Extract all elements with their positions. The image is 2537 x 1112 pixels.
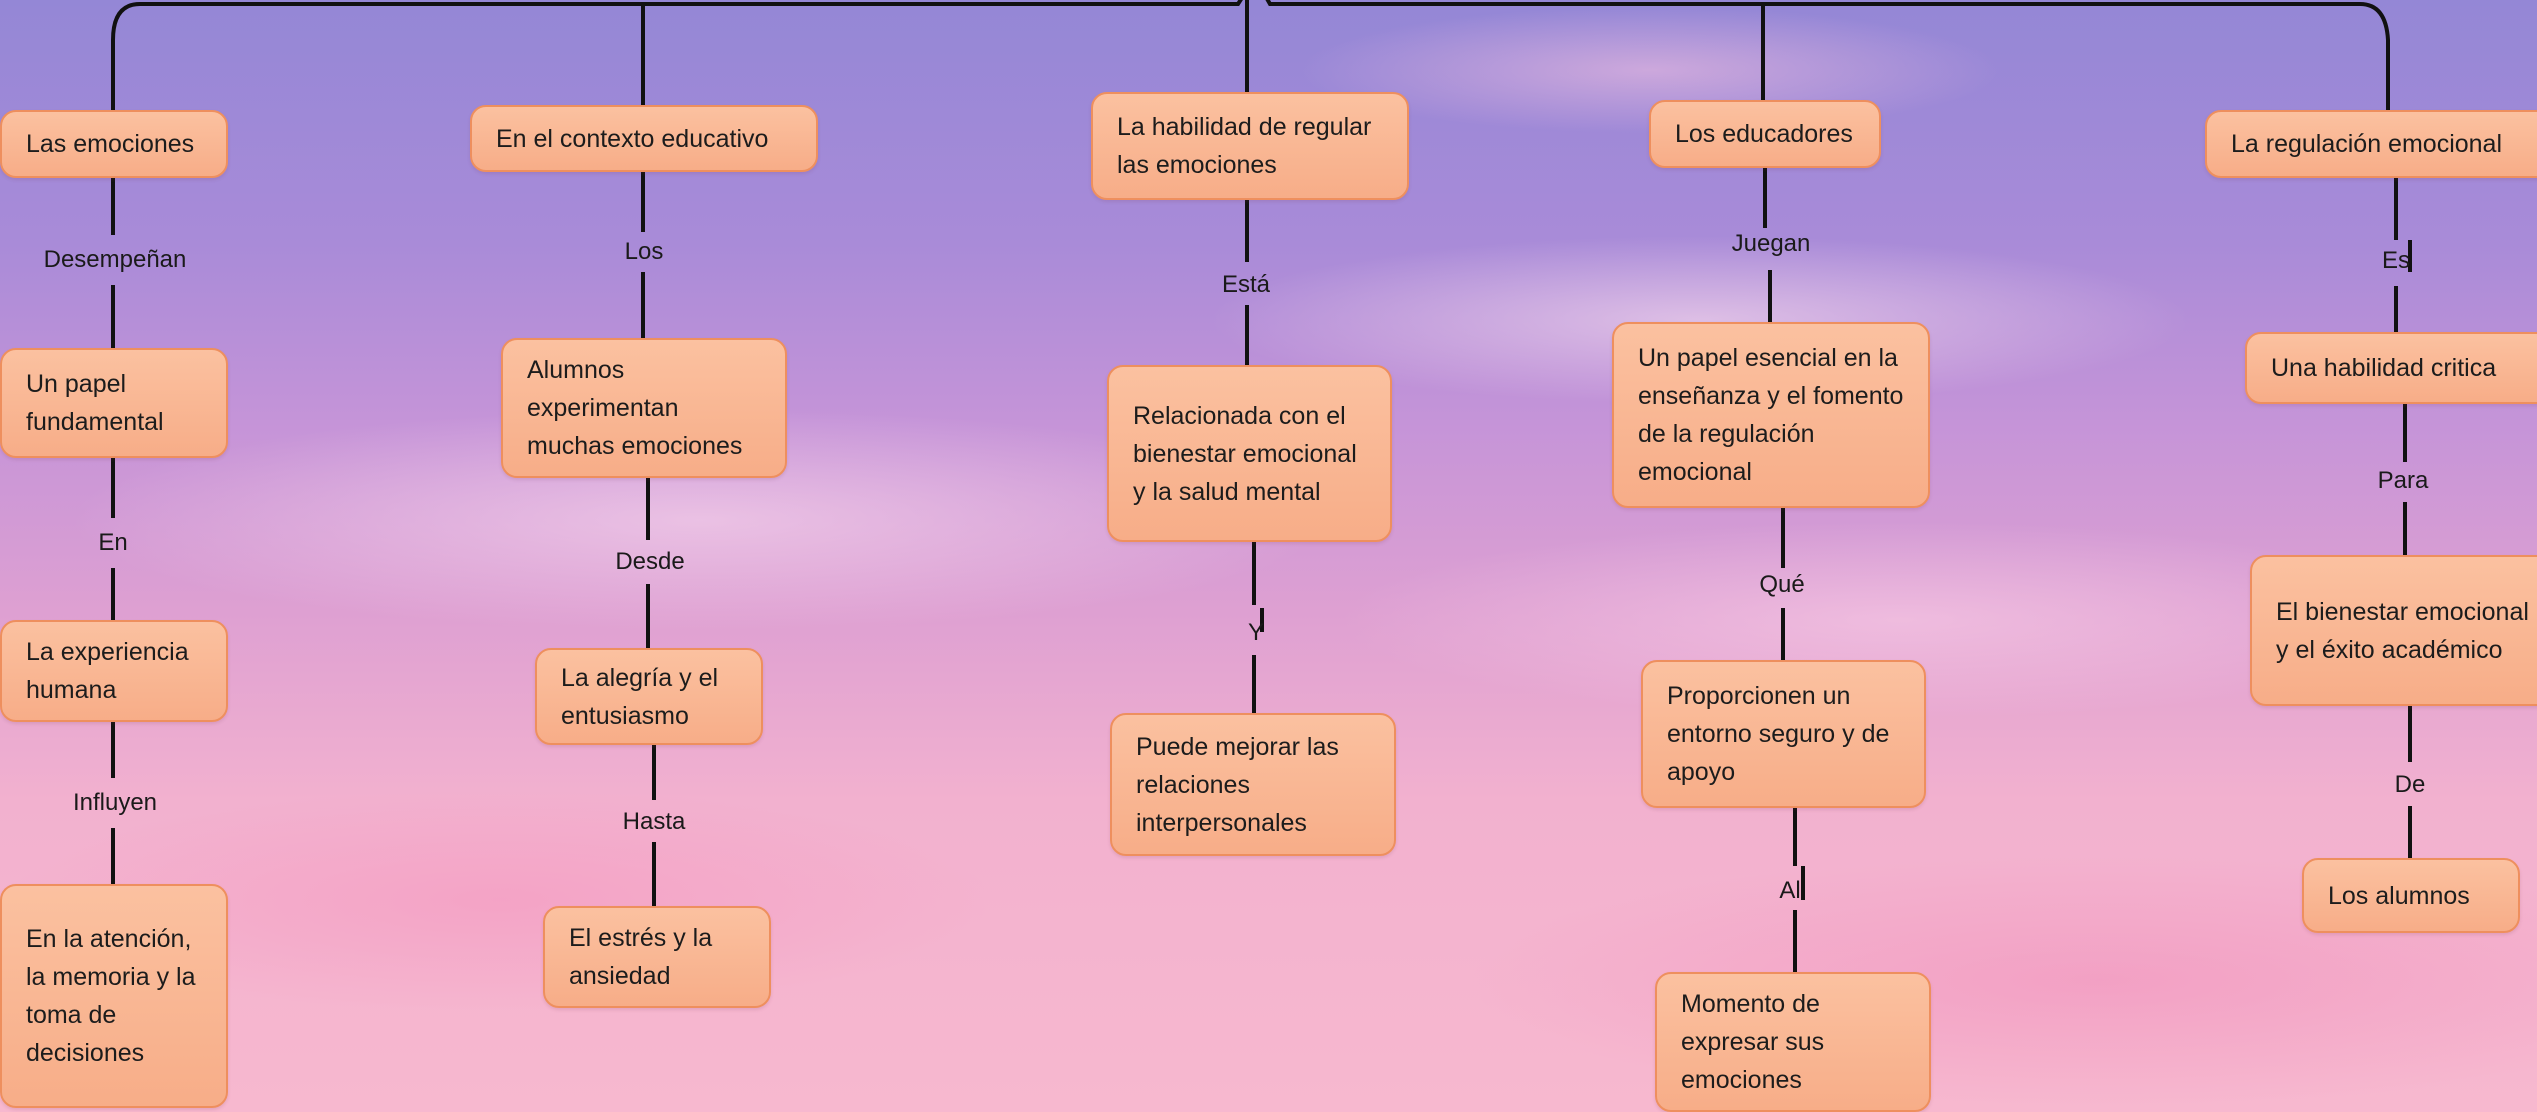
node-atencion-memoria-decisiones: En la atención, la memoria y la toma de … xyxy=(0,884,228,1108)
link-para: Para xyxy=(2377,467,2429,494)
node-la-experiencia-humana: La experiencia humana xyxy=(0,620,228,722)
node-las-emociones: Las emociones xyxy=(0,110,228,178)
link-es: Es xyxy=(2381,247,2411,274)
link-y: Y xyxy=(1247,619,1265,646)
link-desempenan: Desempeñan xyxy=(43,246,187,273)
node-habilidad-critica: Una habilidad critica xyxy=(2245,332,2537,404)
node-mejorar-relaciones: Puede mejorar las relaciones interperson… xyxy=(1110,713,1396,856)
node-regulacion-emocional: La regulación emocional xyxy=(2205,110,2537,178)
node-contexto-educativo: En el contexto educativo xyxy=(470,105,818,172)
link-de: De xyxy=(2394,771,2426,798)
node-bienestar-exito: El bienestar emocional y el éxito académ… xyxy=(2250,555,2537,706)
node-los-educadores: Los educadores xyxy=(1649,100,1881,168)
node-alegria-entusiasmo: La alegría y el entusiasmo xyxy=(535,648,763,745)
link-que: Qué xyxy=(1759,571,1805,598)
link-al: Al xyxy=(1779,877,1801,904)
top-bracket-right xyxy=(1265,0,2390,110)
node-los-alumnos: Los alumnos xyxy=(2302,858,2520,933)
node-un-papel-fundamental: Un papel fundamental xyxy=(0,348,228,458)
link-juegan: Juegan xyxy=(1731,230,1811,257)
link-los: Los xyxy=(624,238,664,265)
node-habilidad-regular: La habilidad de regular las emociones xyxy=(1091,92,1409,200)
node-momento-expresar: Momento de expresar sus emociones xyxy=(1655,972,1931,1112)
link-esta: Está xyxy=(1221,271,1271,298)
top-bracket-left xyxy=(111,0,1243,110)
node-entorno-seguro: Proporcionen un entorno seguro y de apoy… xyxy=(1641,660,1926,808)
node-papel-esencial: Un papel esencial en la enseñanza y el f… xyxy=(1612,322,1930,508)
link-influyen: Influyen xyxy=(72,789,158,816)
link-en: En xyxy=(98,529,128,556)
node-alumnos-experimentan: Alumnos experimentan muchas emociones xyxy=(501,338,787,478)
node-relacionada-bienestar: Relacionada con el bienestar emocional y… xyxy=(1107,365,1392,542)
link-hasta: Hasta xyxy=(622,808,686,835)
link-desde: Desde xyxy=(615,548,685,575)
node-estres-ansiedad: El estrés y la ansiedad xyxy=(543,906,771,1008)
